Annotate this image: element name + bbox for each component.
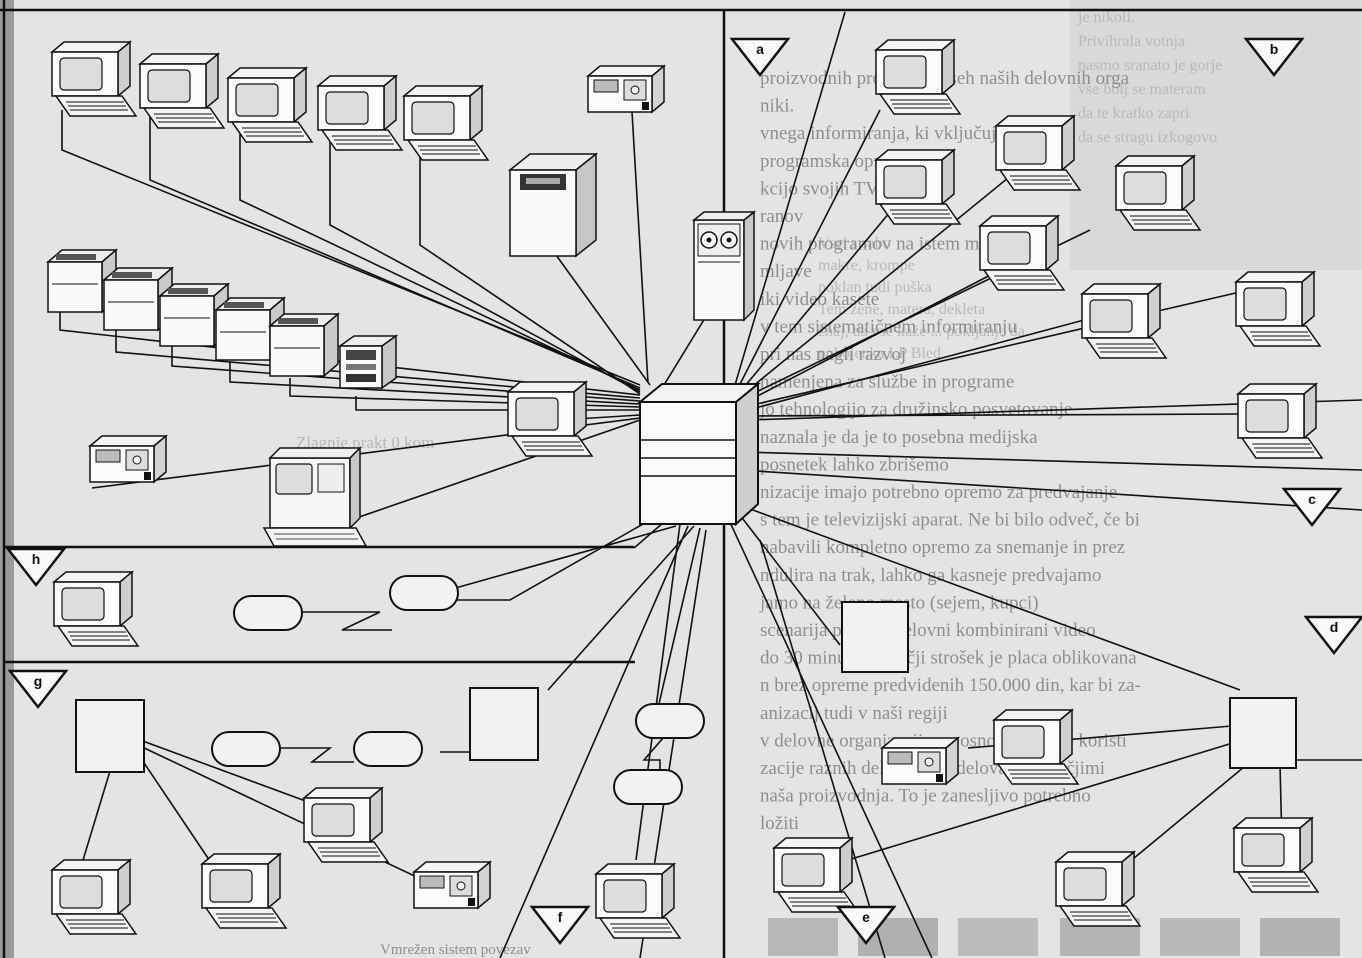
background-main-line: nizacije imajo potrebno opremo za predva… (760, 482, 1117, 503)
disk-stack (340, 336, 396, 388)
central-computer (640, 384, 758, 524)
background-main-line: s tem je televizijski aparat. Ne bi bilo… (760, 510, 1140, 531)
terminal-b2 (876, 150, 960, 224)
cluster-controller-e (1230, 698, 1296, 768)
section-marker-label: c (1308, 491, 1316, 507)
modem-f2 (614, 770, 682, 804)
terminal-g2 (52, 860, 136, 934)
section-marker-label: e (862, 909, 870, 925)
terminal-a4 (318, 76, 402, 150)
terminal-e1 (774, 838, 858, 912)
terminal-g3 (202, 854, 286, 928)
disk-drive-5 (270, 314, 338, 376)
tape-drive-a (694, 212, 754, 320)
modem-h2 (390, 576, 458, 610)
section-marker-label: g (34, 673, 43, 689)
background-right-line: da te kratko zapri (1078, 105, 1190, 122)
terminal-a2 (140, 54, 224, 128)
background-main-line: naša proizvodnja. To je zanesljivo potre… (760, 786, 1091, 807)
modem-g1 (212, 732, 280, 766)
caption-fragment: Vmrežen sistem povezav (380, 942, 531, 958)
tape-unit-left (90, 436, 166, 482)
terminal-b6 (1236, 272, 1320, 346)
terminal-b7 (1082, 284, 1166, 358)
cluster-controller-f (470, 688, 538, 760)
workstation (264, 448, 366, 546)
background-main-line: anizacij tudi v naši regiji (760, 703, 948, 724)
terminal-e3 (1234, 818, 1318, 892)
background-right-line: Privihrala votnja (1078, 33, 1185, 50)
terminal-a5 (404, 86, 488, 160)
terminal-g1 (304, 788, 388, 862)
section-marker-label: b (1270, 41, 1279, 57)
terminal-b4 (1116, 156, 1200, 230)
terminal-h1 (54, 572, 138, 646)
background-main-line: naznala je da je to posebna medijska (760, 427, 1038, 448)
background-main-line: n brez opreme predvidenih 150.000 din, k… (760, 675, 1141, 696)
left-edge-shadow (0, 0, 14, 958)
background-main-line: nabavili kompletno opremo za snemanje in… (760, 537, 1125, 558)
background-main-line: niki. (760, 96, 794, 117)
cluster-controller-d (842, 602, 908, 672)
cluster-controller-g (76, 700, 144, 772)
terminal-b1 (876, 40, 960, 114)
section-marker-label: a (756, 41, 764, 57)
background-main-line: iki video kasete (760, 289, 879, 310)
terminal-e2 (1056, 852, 1140, 926)
tape-unit-g (414, 862, 490, 908)
background-main-line: scenarija pomeni delovni kombinirani vid… (760, 620, 1096, 641)
terminal-d1 (994, 710, 1078, 784)
terminal-a1 (52, 42, 136, 116)
terminal-b5 (980, 216, 1064, 290)
terminal-b3 (996, 116, 1080, 190)
background-right-line: je nikoli. (1077, 9, 1135, 26)
background-main-line: do 30 minut. Največji strošek je placa o… (760, 648, 1137, 669)
terminal-a3 (228, 68, 312, 142)
section-marker-label: h (32, 551, 41, 567)
background-main-line: novih programov na istem mestu (760, 234, 1011, 255)
background-main-line: jo tehnologijo za družinsko posvetovanje (759, 399, 1072, 420)
terminal-c1 (1238, 384, 1322, 458)
modem-g2 (354, 732, 422, 766)
background-main-line: ložiti (760, 813, 799, 834)
tape-unit-a1 (588, 66, 664, 112)
terminal-f1 (596, 864, 680, 938)
background-right-line: da se stragu izkogovo (1078, 129, 1217, 146)
modem-f1 (636, 704, 704, 738)
section-marker-label: f (558, 909, 563, 925)
terminal-center-left (508, 382, 592, 456)
background-main-line: vnega informiranja, ki vključuje: (760, 123, 1010, 144)
printer-a (510, 154, 596, 256)
modem-h1 (234, 596, 302, 630)
section-marker-label: d (1330, 619, 1339, 635)
tape-unit-d (882, 738, 958, 784)
